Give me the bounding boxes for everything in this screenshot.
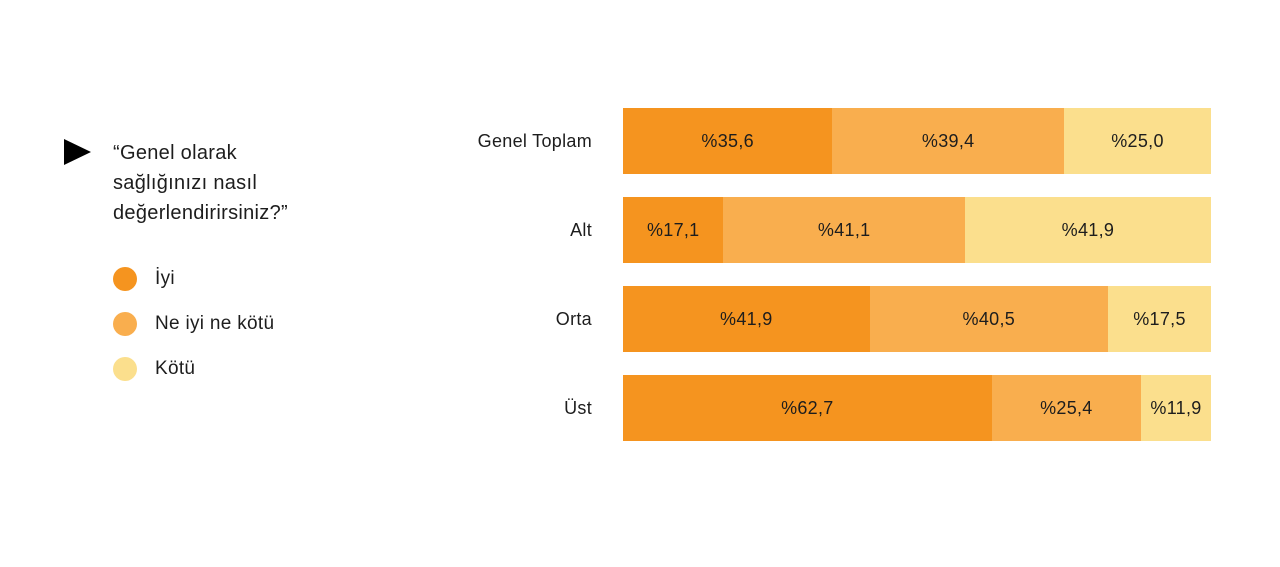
category-label: Genel Toplam [477, 130, 592, 151]
legend-item: Ne iyi ne kötü [113, 312, 274, 336]
bar-value-label: %62,7 [781, 397, 834, 418]
chart-row: Genel Toplam %35,6 %39,4 %25,0 [400, 108, 1211, 174]
question-text: “Genel olarak sağlığınızı nasıl değerlen… [113, 142, 288, 224]
bar-segment: %25,4 [991, 375, 1142, 441]
bar-segment: %41,1 [723, 197, 965, 263]
bar-value-label: %17,1 [646, 219, 700, 240]
category-label: Üst [564, 397, 592, 418]
stacked-bar: %17,1 %41,1 %41,9 [623, 197, 1211, 263]
legend-swatch-circle [113, 267, 137, 291]
bar-segment: %41,9 [623, 286, 870, 352]
bar-value-label: %25,4 [1040, 397, 1093, 418]
chart-row: Alt %17,1 %41,1 %41,9 [400, 197, 1211, 263]
bar-value-label: %25,0 [1111, 130, 1164, 151]
bar-value-label: %17,5 [1133, 308, 1186, 329]
stacked-bar: %62,7 %25,4 %11,9 [623, 375, 1211, 441]
stacked-bar: %35,6 %39,4 %25,0 [623, 108, 1211, 174]
bar-value-label: %39,4 [921, 130, 975, 151]
bar-value-label: %41,1 [817, 219, 871, 240]
legend-swatch-circle [113, 312, 137, 336]
legend-swatch-circle [113, 357, 137, 381]
legend-item: İyi [113, 267, 274, 291]
bullet-triangle-icon [64, 139, 91, 165]
legend-label: Ne iyi ne kötü [155, 313, 275, 334]
bar-segment: %41,9 [964, 197, 1211, 263]
category-label: Alt [570, 219, 592, 240]
bar-value-label: %11,9 [1150, 397, 1202, 418]
bar-value-label: %41,9 [1061, 219, 1115, 240]
bar-segment: %62,7 [623, 375, 992, 441]
chart-row: Üst %62,7 %25,4 %11,9 [400, 375, 1211, 441]
bar-value-label: %41,9 [720, 308, 773, 329]
bar-segment: %17,1 [623, 197, 724, 263]
bar-value-label: %35,6 [701, 130, 754, 151]
bar-segment: %40,5 [869, 286, 1108, 352]
bar-segment: %35,6 [623, 108, 833, 174]
bar-segment: %11,9 [1141, 375, 1211, 441]
stacked-bar: %41,9 %40,5 %17,5 [623, 286, 1211, 352]
category-label: Orta [555, 308, 592, 329]
chart-row: Orta %41,9 %40,5 %17,5 [400, 286, 1211, 352]
bar-value-label: %40,5 [962, 308, 1016, 329]
bar-segment: %25,0 [1064, 108, 1211, 174]
bar-segment: %39,4 [832, 108, 1064, 174]
bar-segment: %17,5 [1108, 286, 1211, 352]
legend-label: Kötü [155, 358, 196, 379]
legend-label: İyi [155, 268, 175, 289]
legend-item: Kötü [113, 357, 274, 381]
